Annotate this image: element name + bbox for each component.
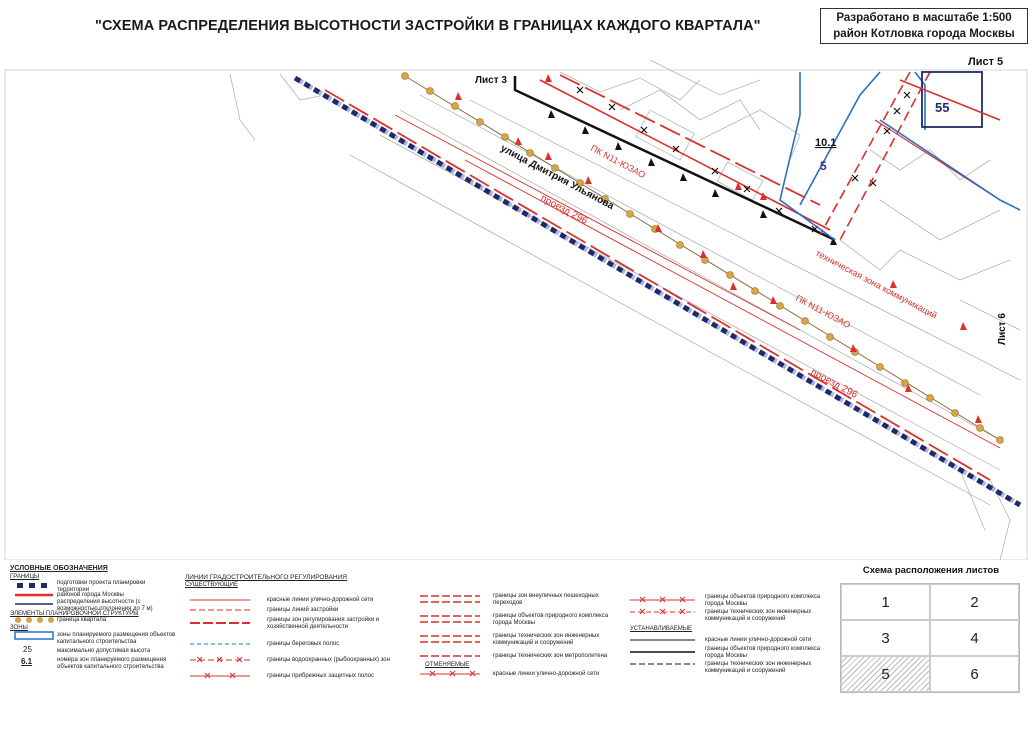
- sheet-6-label: Лист 6: [997, 313, 1008, 345]
- legend-item: границы линий застройки: [267, 607, 339, 613]
- quarter-boundary-dots: [401, 72, 1004, 444]
- zone-55-outline[interactable]: [921, 71, 983, 128]
- scheme-grid: 1 2 3 4 5 6: [840, 583, 1020, 693]
- scale-line: Разработано в масштабе 1:500: [836, 12, 1012, 24]
- legend-item: границы технических зон инженерных комму…: [705, 609, 812, 622]
- legend-item: красные линии улично-дорожной сети: [493, 671, 600, 677]
- legend-item: красные линии улично-дорожной сети: [705, 637, 812, 643]
- red-triangle-markers: [455, 74, 982, 423]
- zone-number-sample: 6.1: [21, 657, 33, 666]
- legend-structure-head: ЭЛЕМЕНТЫ ПЛАНИРОВОЧНОЙ СТРУКТУРЫ: [10, 611, 139, 617]
- natural-complex-boundary: [539, 79, 831, 231]
- legend-established-head: УСТАНАВЛИВАЕМЫЕ: [630, 626, 693, 632]
- sheet-number-label: Лист 5: [968, 56, 1004, 68]
- roadway-lines: [349, 94, 1021, 506]
- legend-symbols: [14, 583, 695, 679]
- legend-item: границы береговых полос: [267, 641, 340, 647]
- dashed-red-lines: [324, 74, 991, 481]
- x-markers: [576, 86, 911, 233]
- scheme-title: Схема расположения листов: [862, 565, 1000, 576]
- sheet-cell-6[interactable]: 6: [930, 656, 1019, 692]
- legend-item: номера зон планируемого размещения объек…: [57, 657, 167, 670]
- legend-item: границы объектов природного комплекса го…: [705, 594, 821, 607]
- legend-item: границы прибрежных защитных полос: [267, 673, 375, 679]
- sheet-cell-4[interactable]: 4: [930, 620, 1019, 656]
- legend-item: границы зон внеуличных пешеходных перехо…: [493, 593, 599, 606]
- planning-boundary-line: [293, 75, 1022, 508]
- legend-item: красные линии улично-дорожной сети: [267, 597, 374, 603]
- legend-item: границы технических зон метрополитена: [493, 653, 608, 659]
- legend-item: границы технических зон инженерных комму…: [705, 661, 812, 674]
- legend-item: границы объектов природного комплекса го…: [705, 646, 821, 659]
- legend-item: районов города Москвы: [57, 592, 124, 598]
- map-canvas[interactable]: Лист 3 Лист 6 улица Дмитрия Ульянова про…: [0, 0, 1034, 560]
- red-lines-road: [394, 114, 1001, 449]
- legend-boundaries-head: ГРАНИЦЫ: [10, 574, 40, 580]
- legend-cancelled-head: ОТМЕНЯЕМЫЕ: [425, 662, 470, 668]
- building-outlines: [229, 59, 1021, 560]
- map-title: "СХЕМА РАСПРЕДЕЛЕНИЯ ВЫСОТНОСТИ ЗАСТРОЙК…: [95, 18, 761, 34]
- sheet-layout-scheme: Схема расположения листов 1 2 3 4 5 6: [836, 565, 1026, 695]
- legend-item: подготовки проекта планировки территории: [57, 580, 146, 593]
- legend-item: границы водоохранных (рыбоохранных) зон: [267, 657, 390, 663]
- black-triangle-markers: [548, 110, 837, 245]
- zone-outlines: [779, 71, 1021, 241]
- sheet-cell-2[interactable]: 2: [930, 584, 1019, 620]
- legend-item: границы объектов природного комплекса го…: [493, 613, 609, 626]
- sheet-cell-5[interactable]: 5: [841, 656, 930, 692]
- legend-item: границы технических зон инженерных комму…: [493, 633, 600, 646]
- map-frame: [4, 69, 1028, 560]
- legend-item: распределения высотности (с возможностью…: [57, 599, 153, 612]
- legend-lines-head: ЛИНИИ ГРАДОСТРОИТЕЛЬНОГО РЕГУЛИРОВАНИЯ: [185, 574, 347, 581]
- legend-zones-head: ЗОНЫ: [10, 625, 28, 631]
- zone-number-label: 5: [820, 159, 827, 173]
- legend-panel: УСЛОВНЫЕ ОБОЗНАЧЕНИЯ ГРАНИЦЫ подготовки …: [5, 560, 1027, 695]
- district-line: район Котловка города Москвы: [833, 28, 1015, 40]
- legend-title: УСЛОВНЫЕ ОБОЗНАЧЕНИЯ: [10, 565, 108, 572]
- legend-item: границы зон регулирования застройки и хо…: [267, 617, 380, 630]
- vertical-dashed-lines: [819, 71, 931, 241]
- legend-item: максимально допустимая высота: [57, 648, 151, 654]
- zone-55-label: 55: [935, 100, 949, 115]
- height-sample: 25: [23, 645, 32, 654]
- zone-height-label: 10.1: [815, 137, 836, 149]
- planning-boundary-accent: [293, 75, 1022, 508]
- sheet-cell-3[interactable]: 3: [841, 620, 930, 656]
- legend-item: зоны планируемого размещения объектов ка…: [57, 632, 176, 645]
- sheet-3-label: Лист 3: [475, 75, 507, 86]
- legend-item: граница квартала: [57, 617, 107, 623]
- legend-existing-head: СУЩЕСТВУЮЩИЕ: [185, 582, 238, 588]
- height-distribution-boundary: [513, 76, 836, 242]
- sheet-cell-1[interactable]: 1: [841, 584, 930, 620]
- district-boundary-line: [899, 79, 1001, 121]
- scale-box: Разработано в масштабе 1:500 район Котло…: [820, 8, 1028, 44]
